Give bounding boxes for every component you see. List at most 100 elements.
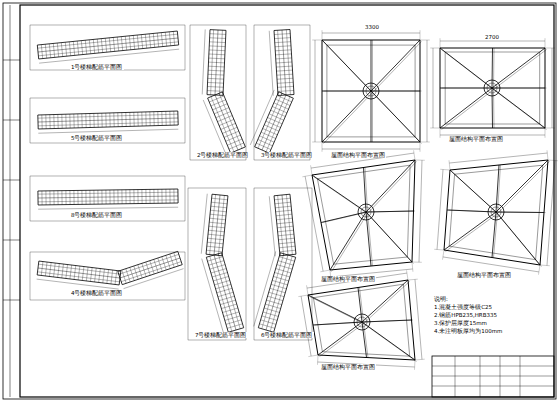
drawing-line (3, 60, 20, 61)
hub-ring (491, 207, 501, 217)
drawing-line (520, 356, 521, 397)
drawing-line (141, 112, 142, 126)
drawing-line (38, 129, 178, 133)
drawing-line (120, 258, 180, 278)
drawing-line (302, 175, 312, 177)
drawing-line (364, 324, 417, 362)
drawing-line (224, 131, 239, 137)
drawing-line (153, 33, 154, 47)
drawing-line (3, 120, 20, 121)
drawing-line (312, 40, 322, 41)
drawing-line (223, 308, 238, 313)
drawing-line (407, 270, 408, 280)
drawing-line (3, 300, 20, 301)
drawing-line (211, 269, 226, 274)
drawing-line (38, 118, 178, 122)
drawing-line (145, 112, 146, 126)
drawing-line (442, 88, 494, 89)
drawing-line (69, 191, 70, 205)
drawing-line (77, 190, 78, 204)
drawing-line (101, 190, 102, 204)
note-line: 3.保护层厚度15mm (433, 320, 488, 326)
outline (444, 160, 548, 265)
drawing-line (373, 93, 422, 144)
drawing-line (86, 267, 88, 281)
drawing-line (212, 272, 227, 277)
drawing-line (446, 214, 498, 252)
drawing-line (217, 288, 232, 293)
drawing-line (53, 191, 54, 205)
drawing-line (161, 189, 162, 203)
drawing-line (90, 268, 92, 282)
outline (258, 253, 295, 333)
drawing-line (65, 191, 66, 205)
drawing-line (133, 35, 134, 49)
drawing-line (277, 222, 293, 224)
drawing-line (276, 218, 292, 220)
drawing-line (258, 93, 282, 148)
drawing-line (202, 29, 205, 94)
drawing-line (130, 267, 134, 280)
drawing-line (209, 58, 225, 60)
drawing-line (89, 114, 90, 128)
drawing-line (125, 36, 126, 50)
drawing-line (298, 295, 308, 297)
drawing-line (165, 189, 166, 203)
drawing-line (133, 190, 134, 204)
drawing-line (214, 255, 236, 330)
drawing-line (279, 242, 295, 244)
drawing-line (408, 279, 418, 281)
drawing-line (219, 296, 234, 301)
drawing-line (146, 262, 150, 275)
drawing-line (158, 258, 162, 271)
drawing-line (286, 195, 292, 255)
drawing-line (3, 180, 20, 181)
drawing-line (278, 86, 294, 88)
drawing-line (496, 165, 499, 212)
drawing-line (166, 255, 170, 268)
drawing-line (262, 316, 277, 321)
drawing-line (217, 115, 232, 121)
drawing-title: 8号楼梯配筋平面图 (70, 212, 124, 218)
drawing-line (73, 41, 74, 55)
drawing-line (209, 54, 225, 56)
drawing-line (126, 269, 130, 282)
drawing-line (57, 114, 58, 128)
drawing-line (494, 90, 547, 130)
drawing-line (211, 97, 234, 152)
drawing-line (49, 263, 51, 277)
drawing-line (111, 270, 113, 284)
drawing-line (444, 212, 496, 250)
drawing-line (430, 128, 440, 129)
drawing-line (37, 279, 119, 289)
hub-ring (487, 83, 497, 93)
drawing-line (202, 259, 224, 334)
drawing-line (213, 276, 228, 281)
drawing-line (273, 276, 288, 281)
drawing-line (38, 200, 178, 202)
drawing-line (210, 214, 226, 216)
drawing-line (222, 127, 237, 133)
outline (274, 30, 294, 96)
drawing-line (277, 265, 292, 270)
outline (255, 92, 294, 153)
drawing-line (208, 234, 224, 236)
drawing-line (210, 33, 226, 35)
drawing-line (216, 284, 231, 289)
drawing-line (308, 295, 362, 322)
drawing-title: 屋面结构平面布置图 (448, 136, 504, 142)
title-block (432, 356, 554, 397)
drawing-line (122, 270, 126, 283)
drawing-line (214, 280, 229, 285)
drawing-line (229, 143, 244, 149)
drawing-line (38, 122, 178, 126)
drawing-line (545, 128, 555, 129)
drawing-line (493, 48, 495, 88)
drawing-line (101, 39, 102, 53)
notes-heading: 说明: (433, 296, 449, 302)
drawing-line (494, 88, 547, 89)
drawing-line (218, 195, 224, 255)
drawing-line (208, 66, 224, 68)
drawing-line (282, 195, 288, 255)
drawing-line (545, 38, 546, 48)
